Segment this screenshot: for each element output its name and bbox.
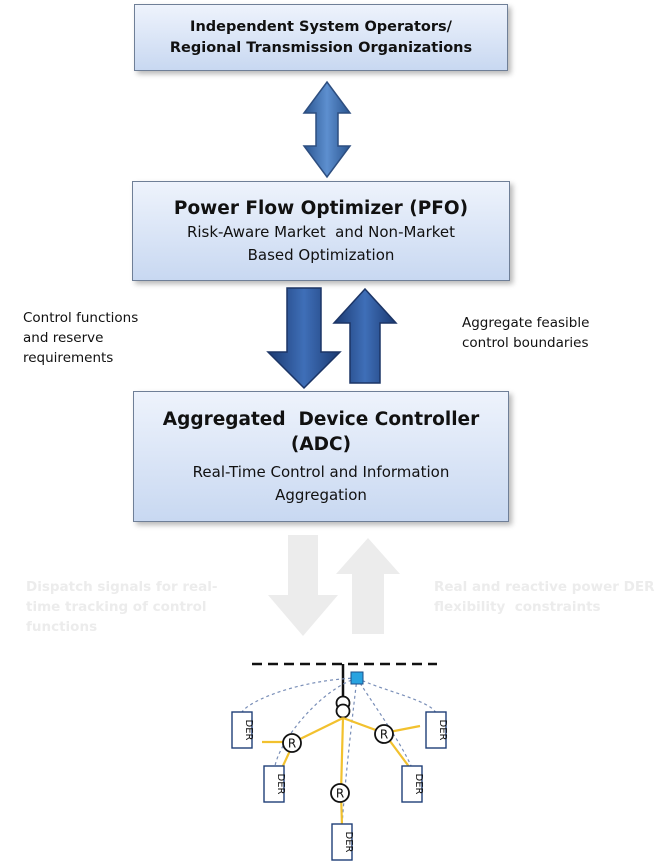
der-label: DER (343, 832, 354, 853)
regulator-icon: R (330, 783, 350, 803)
iso-line-1: Independent System Operators/ (190, 18, 452, 35)
adc-line-2: Aggregation (275, 485, 367, 504)
control-functions-label: Control functions and reserve requiremen… (23, 308, 193, 368)
der-label: DER (275, 774, 286, 795)
iso-pfo-double-arrow (302, 80, 352, 179)
adc-line-1: Real-Time Control and Information (192, 462, 450, 481)
dispatch-signals-down-arrow (268, 535, 338, 636)
pfo-line-2: Based Optimization (247, 245, 395, 264)
label-line: control boundaries (462, 335, 589, 351)
transformer-icon (335, 695, 351, 719)
der-unit: DER (263, 765, 286, 803)
regulator-label: R (380, 728, 388, 742)
meter-icon (350, 671, 364, 685)
label-line: functions (26, 619, 98, 635)
adc-title-line-2: (ADC) (290, 433, 352, 455)
aggregate-feasible-label: Aggregate feasible control boundaries (462, 313, 652, 353)
der-unit: DER (231, 711, 254, 749)
label-line: Dispatch signals for real- (26, 579, 218, 595)
dispatch-signals-label: Dispatch signals for real- time tracking… (26, 577, 246, 637)
real-reactive-power-label: Real and reactive power DER flexibility … (434, 577, 664, 617)
der-unit: DER (331, 823, 354, 861)
iso-line-2: Regional Transmission Organizations (169, 39, 473, 56)
distribution-network: R R R DER DER DER DER DER (231, 662, 448, 861)
label-line: flexibility constraints (434, 599, 601, 615)
pfo-title: Power Flow Optimizer (PFO) (173, 197, 469, 219)
label-line: Control functions (23, 310, 139, 326)
regulator-icon: R (282, 733, 302, 753)
der-label: DER (243, 720, 254, 741)
der-unit: DER (425, 711, 448, 749)
label-line: Aggregate feasible (462, 315, 590, 331)
label-line: time tracking of control (26, 599, 207, 615)
der-label: DER (437, 720, 448, 741)
feasible-boundaries-up-arrow (332, 287, 398, 384)
der-constraints-up-arrow (336, 538, 400, 634)
regulator-icon: R (374, 724, 394, 744)
label-line: and reserve (23, 330, 104, 346)
regulator-label: R (336, 787, 344, 801)
der-unit: DER (401, 765, 424, 803)
control-functions-down-arrow (266, 287, 342, 390)
pfo-line-1: Risk-Aware Market and Non-Market (186, 222, 456, 241)
label-line: requirements (23, 350, 114, 366)
der-label: DER (413, 774, 424, 795)
adc-box: Aggregated Device Controller (ADC) Real-… (133, 391, 509, 522)
iso-rto-box: Independent System Operators/ Regional T… (134, 4, 508, 71)
regulator-label: R (288, 737, 296, 751)
pfo-box: Power Flow Optimizer (PFO) Risk-Aware Ma… (132, 181, 510, 281)
adc-title-line-1: Aggregated Device Controller (162, 408, 480, 430)
label-line: Real and reactive power DER (434, 579, 655, 595)
